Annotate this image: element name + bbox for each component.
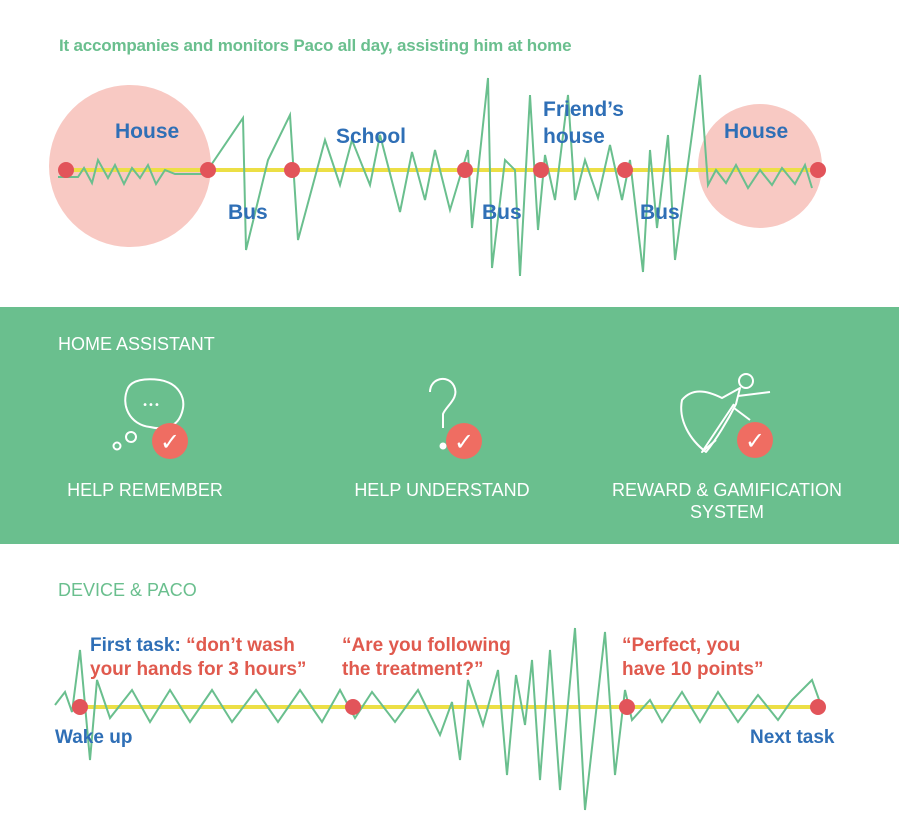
thought-bubble-icon bbox=[112, 378, 185, 451]
feature-label-reward-line2: SYSTEM bbox=[689, 502, 764, 522]
place-label: House bbox=[724, 120, 789, 143]
wake-up-label: Wake up bbox=[55, 727, 133, 748]
feature-label-reward: REWARD & GAMIFICATION SYSTEM bbox=[597, 479, 857, 523]
place-label: Friend’s bbox=[543, 98, 624, 121]
daily-timeline bbox=[49, 74, 826, 277]
stop-dot bbox=[533, 162, 549, 178]
stop-dot bbox=[58, 162, 74, 178]
bubble-dots: ••• bbox=[142, 400, 160, 411]
task-dot bbox=[72, 699, 88, 715]
place-label: Bus bbox=[228, 201, 268, 224]
first-task-quote-line1: “don’t wash bbox=[186, 635, 295, 656]
feature-label-help-remember: HELP REMEMBER bbox=[67, 480, 223, 500]
feature-label-help-understand: HELP UNDERSTAND bbox=[354, 480, 530, 500]
stop-dot bbox=[200, 162, 216, 178]
first-task-quote: First task: “don’t wash your hands for 3… bbox=[90, 634, 306, 682]
check-icon: ✓ bbox=[745, 427, 765, 455]
task-dot bbox=[345, 699, 361, 715]
question-mark-icon bbox=[429, 377, 457, 450]
home-assistant-title: HOME ASSISTANT bbox=[58, 334, 215, 354]
stop-dot bbox=[457, 162, 473, 178]
task-dot bbox=[810, 699, 826, 715]
check-icon: ✓ bbox=[454, 428, 474, 456]
check-badge bbox=[737, 422, 773, 458]
activity-wave bbox=[58, 74, 813, 277]
place-label: Bus bbox=[640, 201, 680, 224]
treatment-quote: “Are you following the treatment?” bbox=[342, 634, 511, 682]
stop-dot bbox=[617, 162, 633, 178]
points-quote: “Perfect, you have 10 points” bbox=[622, 634, 764, 682]
check-badge bbox=[152, 423, 188, 459]
place-label: Bus bbox=[482, 201, 522, 224]
next-task-label: Next task bbox=[750, 727, 835, 748]
check-badge bbox=[446, 423, 482, 459]
superhero-icon bbox=[680, 373, 771, 453]
stop-dot bbox=[284, 162, 300, 178]
treatment-quote-line2: the treatment?” bbox=[342, 659, 484, 680]
device-section-title: DEVICE & PACO bbox=[58, 580, 197, 600]
place-label: house bbox=[543, 125, 605, 148]
task-dot bbox=[619, 699, 635, 715]
device-wave bbox=[54, 627, 823, 811]
first-task-lead: First task: bbox=[90, 635, 181, 656]
points-quote-line1: “Perfect, you bbox=[622, 635, 741, 656]
check-icon: ✓ bbox=[160, 428, 180, 456]
house-zone-start bbox=[49, 85, 211, 247]
points-quote-line2: have 10 points” bbox=[622, 659, 764, 680]
place-label: House bbox=[115, 120, 180, 143]
house-zone-end bbox=[698, 104, 822, 228]
stop-dot bbox=[810, 162, 826, 178]
feature-label-reward-line1: REWARD & GAMIFICATION bbox=[611, 480, 842, 500]
place-label: School bbox=[336, 125, 407, 148]
treatment-quote-line1: “Are you following bbox=[342, 635, 511, 656]
first-task-quote-line2: your hands for 3 hours” bbox=[90, 659, 307, 680]
headline: It accompanies and monitors Paco all day… bbox=[59, 36, 572, 55]
